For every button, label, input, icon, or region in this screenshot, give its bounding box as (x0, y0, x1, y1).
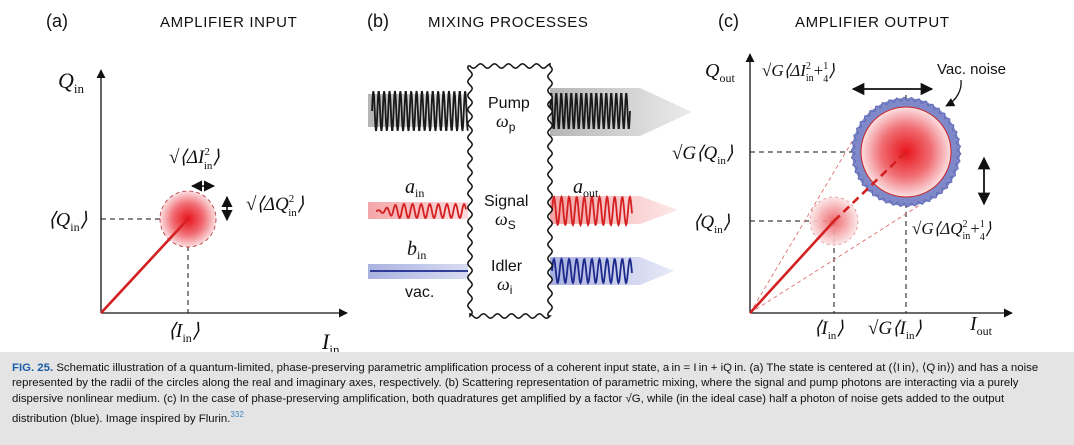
panel-c-q-gain-tick: √G⟨Qin⟩ (672, 143, 734, 167)
panel-c-letter: (c) (718, 11, 739, 31)
panel-c-i-gain-tick: √G⟨Iin⟩ (868, 318, 922, 342)
panel-c-y-label: Qout (705, 60, 735, 85)
panel-c-input-vector (749, 220, 835, 314)
cone-line-lower (749, 185, 951, 314)
signal-output-wave (551, 194, 633, 228)
panel-b: (b) MIXING PROCESSES Pump ωp Signal ωS I… (367, 11, 692, 319)
panel-c-gain-vector (833, 151, 907, 222)
pump-label: Pump (488, 95, 530, 112)
caption-label: FIG. 25. (12, 362, 54, 374)
panel-c: (c) AMPLIFIER OUTPUT Qout Iout Vac. nois… (672, 11, 1013, 342)
panel-a-noise-outline (159, 190, 217, 248)
panel-a-i-tick: ⟨Iin⟩ (168, 320, 200, 345)
caption-reference: 332 (230, 409, 244, 419)
pump-frequency: ωp (496, 111, 516, 134)
cone-line-upper (749, 107, 873, 314)
pump-output-wave (549, 92, 631, 130)
panel-c-input-outline (809, 196, 859, 246)
signal-label: Signal (484, 193, 528, 210)
vac-noise-pointer (945, 79, 962, 107)
panel-a-title: AMPLIFIER INPUT (160, 14, 297, 31)
vac-noise-label: Vac. noise (937, 61, 1006, 78)
panel-b-title: MIXING PROCESSES (428, 14, 588, 31)
nonlinear-medium-box (467, 62, 553, 319)
idler-frequency: ωi (497, 274, 512, 297)
amplified-signal-outline (860, 106, 952, 198)
a-out-label: aout (573, 176, 599, 200)
panel-c-x-label: Iout (969, 313, 993, 338)
figure-caption: FIG. 25. Schematic illustration of a qua… (0, 352, 1074, 445)
signal-input-band (368, 202, 468, 219)
panel-a-letter: (a) (46, 11, 68, 31)
panel-c-title: AMPLIFIER OUTPUT (795, 14, 950, 31)
signal-frequency: ωS (495, 209, 516, 232)
panel-c-i-in-tick: ⟨Iin⟩ (814, 318, 844, 342)
idler-label: Idler (491, 258, 523, 275)
b-in-label: bin (407, 238, 426, 262)
a-in-label: ain (405, 176, 424, 200)
panel-c-q-in-tick: ⟨Qin⟩ (693, 212, 731, 236)
signal-input-wave (375, 202, 467, 220)
panel-b-letter: (b) (367, 11, 389, 31)
caption-text: Schematic illustration of a quantum-limi… (12, 362, 1039, 425)
vacuum-label: vac. (405, 284, 434, 301)
panel-a-x-label: Iin (321, 329, 340, 352)
idler-output-wave (551, 256, 633, 286)
panel-a-signal-vector (100, 218, 189, 314)
panel-a-q-tick: ⟨Qin⟩ (48, 209, 88, 234)
pump-input-wave (371, 90, 469, 132)
panel-a-y-label: Qin (58, 68, 85, 96)
